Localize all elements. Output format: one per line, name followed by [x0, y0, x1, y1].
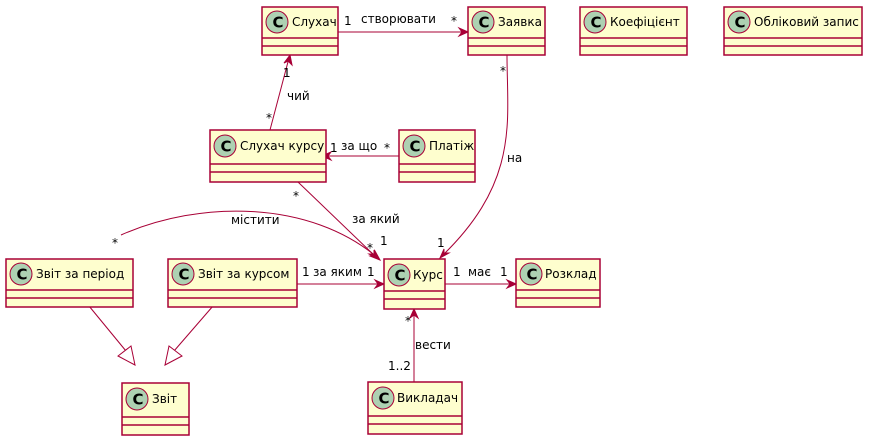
- relation-label: за що: [341, 139, 377, 153]
- class-name: Розклад: [545, 267, 597, 281]
- relation-za-shcho: за що * 1: [320, 139, 399, 162]
- class-zvit[interactable]: C Звіт: [121, 382, 190, 436]
- class-stereotype-icon: [583, 10, 607, 34]
- class-zvit-za-kursom[interactable]: C Звіт за курсом: [167, 258, 298, 308]
- class-kurs[interactable]: C Курс: [383, 258, 446, 310]
- class-stereotype-letter: C: [273, 14, 284, 32]
- class-sluhach[interactable]: C Слухач: [261, 6, 339, 56]
- class-name: Заявка: [498, 15, 542, 29]
- multiplicity: *: [266, 111, 272, 125]
- class-zvit-za-period[interactable]: C Звіт за період: [5, 258, 134, 308]
- multiplicity: 1: [453, 265, 461, 279]
- relation-za-yakym: за яким 1 1: [297, 265, 386, 290]
- class-name: Звіт за курсом: [198, 267, 289, 281]
- class-stereotype-icon: [213, 134, 237, 158]
- multiplicity: *: [405, 314, 411, 328]
- class-koeficient[interactable]: C Коефіцієнт: [579, 6, 688, 56]
- relation-label: вести: [415, 338, 451, 352]
- class-stereotype-icon: [9, 262, 33, 286]
- class-vykladach[interactable]: C Викладач: [367, 381, 463, 435]
- relation-chyi: чий * 1: [266, 53, 310, 131]
- multiplicity: *: [367, 241, 373, 255]
- multiplicity: *: [112, 236, 118, 250]
- class-name: Курс: [413, 268, 443, 282]
- relation-mistyty: містити * *: [112, 210, 382, 261]
- class-stereotype-letter: C: [179, 266, 190, 284]
- multiplicity: *: [451, 14, 457, 28]
- relation-label: чий: [287, 89, 310, 103]
- class-stereotype-letter: C: [735, 14, 746, 32]
- class-stereotype-letter: C: [221, 138, 232, 156]
- relation-label: створювати: [361, 12, 436, 26]
- class-stereotype-icon: [265, 10, 289, 34]
- class-stereotype-letter: C: [379, 390, 390, 408]
- class-stereotype-icon: [471, 10, 495, 34]
- class-name: Звіт: [152, 392, 177, 406]
- multiplicity: 1: [283, 66, 291, 80]
- class-stereotype-letter: C: [410, 138, 421, 156]
- class-name: Платіж: [429, 139, 474, 153]
- class-rozklad[interactable]: C Розклад: [515, 258, 601, 308]
- class-name: Обліковий запис: [754, 15, 859, 29]
- relation-maye: має 1 1: [445, 265, 518, 290]
- class-stereotype-icon: [125, 387, 149, 411]
- class-zayavka[interactable]: C Заявка: [467, 6, 546, 56]
- relation-label: за який: [352, 212, 400, 226]
- class-platizh[interactable]: C Платіж: [398, 129, 476, 183]
- relation-label: на: [507, 151, 522, 165]
- class-stereotype-letter: C: [527, 266, 538, 284]
- class-stereotype-letter: C: [591, 14, 602, 32]
- relation-label: за яким: [313, 265, 362, 279]
- class-oblikovyi-zapys[interactable]: C Обліковий запис: [723, 6, 863, 56]
- relation-na: на * 1: [437, 54, 522, 260]
- generalization-zvit-kurs: [164, 305, 214, 366]
- class-stereotype-icon: [387, 263, 411, 287]
- relation-label: має: [468, 265, 491, 279]
- multiplicity: *: [293, 189, 299, 203]
- generalization-zvit-period: [88, 305, 136, 366]
- class-name: Слухач: [292, 15, 337, 29]
- multiplicity: 1..2: [388, 359, 411, 373]
- class-stereotype-icon: [727, 10, 751, 34]
- class-stereotype-letter: C: [17, 266, 28, 284]
- multiplicity: 1: [500, 265, 508, 279]
- class-stereotype-icon: [519, 262, 543, 286]
- relation-vesty: вести 1..2 *: [388, 307, 451, 382]
- class-name: Викладач: [397, 391, 458, 405]
- class-name: Коефіцієнт: [610, 15, 680, 29]
- class-stereotype-letter: C: [479, 14, 490, 32]
- relation-za-yakyi: за який * 1: [293, 181, 400, 261]
- class-name: Звіт за період: [36, 267, 124, 281]
- class-stereotype-icon: [371, 386, 395, 410]
- class-sluhach-kursu[interactable]: C Слухач курсу: [209, 129, 327, 183]
- multiplicity: 1: [367, 265, 375, 279]
- class-stereotype-icon: [171, 262, 195, 286]
- relation-label: містити: [231, 213, 280, 227]
- multiplicity: 1: [302, 265, 310, 279]
- multiplicity: *: [500, 64, 506, 78]
- class-stereotype-letter: C: [133, 391, 144, 409]
- class-name: Слухач курсу: [240, 139, 324, 153]
- class-stereotype-icon: [402, 134, 426, 158]
- multiplicity: 1: [330, 141, 338, 155]
- relation-stvoryuvaty: створювати 1 *: [338, 12, 470, 38]
- class-stereotype-letter: C: [395, 267, 406, 285]
- multiplicity: 1: [437, 236, 445, 250]
- multiplicity: 1: [344, 14, 352, 28]
- multiplicity: 1: [380, 234, 388, 248]
- multiplicity: *: [384, 141, 390, 155]
